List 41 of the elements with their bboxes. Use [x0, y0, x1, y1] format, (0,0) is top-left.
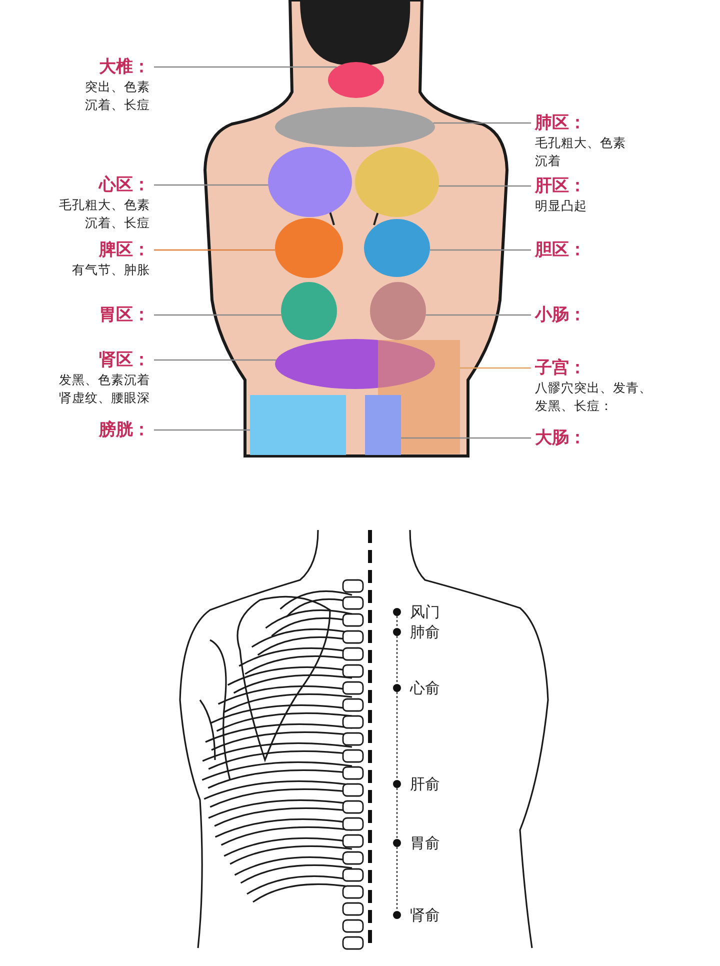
region-heading: 大椎： — [98, 56, 150, 78]
acupoint-label: 肺俞 — [410, 622, 440, 642]
dotted-line — [396, 847, 398, 911]
region-heading: 肝区： — [535, 175, 587, 197]
symptom-text: 毛孔粗大、色素沉着 — [535, 134, 627, 170]
region-heading: 肾区： — [98, 349, 150, 371]
region-heading: 大肠： — [535, 427, 587, 449]
dotted-line — [396, 636, 398, 684]
region-heading: 小肠： — [535, 304, 587, 326]
leader-line — [438, 185, 531, 187]
symptom-text: 毛孔粗大、色素沉着、长痘 — [58, 196, 150, 232]
dotted-line — [396, 692, 398, 780]
symptom-text: 八髎穴突出、发青、发黑、长痘： — [535, 379, 653, 415]
leader-line — [401, 437, 531, 439]
leader-line — [154, 429, 250, 431]
region-heading: 胃区： — [98, 304, 150, 326]
acupoint-label: 心俞 — [410, 678, 440, 698]
acupoint-label: 肝俞 — [410, 774, 440, 794]
region-heading: 子宫： — [535, 357, 587, 379]
region-heading: 心区： — [98, 174, 150, 196]
acupoint-label: 胃俞 — [410, 834, 440, 852]
region-heading: 肺区： — [535, 112, 587, 134]
region-heading: 脾区： — [98, 239, 150, 261]
dotted-line — [396, 616, 398, 628]
leader-line — [154, 314, 282, 316]
leader-line — [154, 359, 276, 361]
region-heading: 胆区： — [535, 239, 587, 261]
acupoint-label: 肾俞 — [410, 906, 440, 924]
acupoint-label: 风门 — [410, 602, 440, 622]
symptom-text: 明显凸起 — [535, 197, 588, 215]
symptom-text: 发黑、色素沉着肾虚纹、腰眼深 — [58, 371, 150, 407]
region-heading: 膀胱： — [98, 419, 150, 441]
symptom-text: 突出、色素沉着、长痘 — [84, 78, 150, 114]
leader-line — [154, 66, 337, 68]
leader-line — [433, 122, 531, 124]
leader-line — [426, 314, 531, 316]
leader-line — [154, 249, 276, 251]
leader-line — [154, 184, 268, 186]
symptom-text: 有气节、肿胀 — [71, 261, 150, 279]
leader-line — [430, 249, 531, 251]
dotted-line — [396, 788, 398, 839]
